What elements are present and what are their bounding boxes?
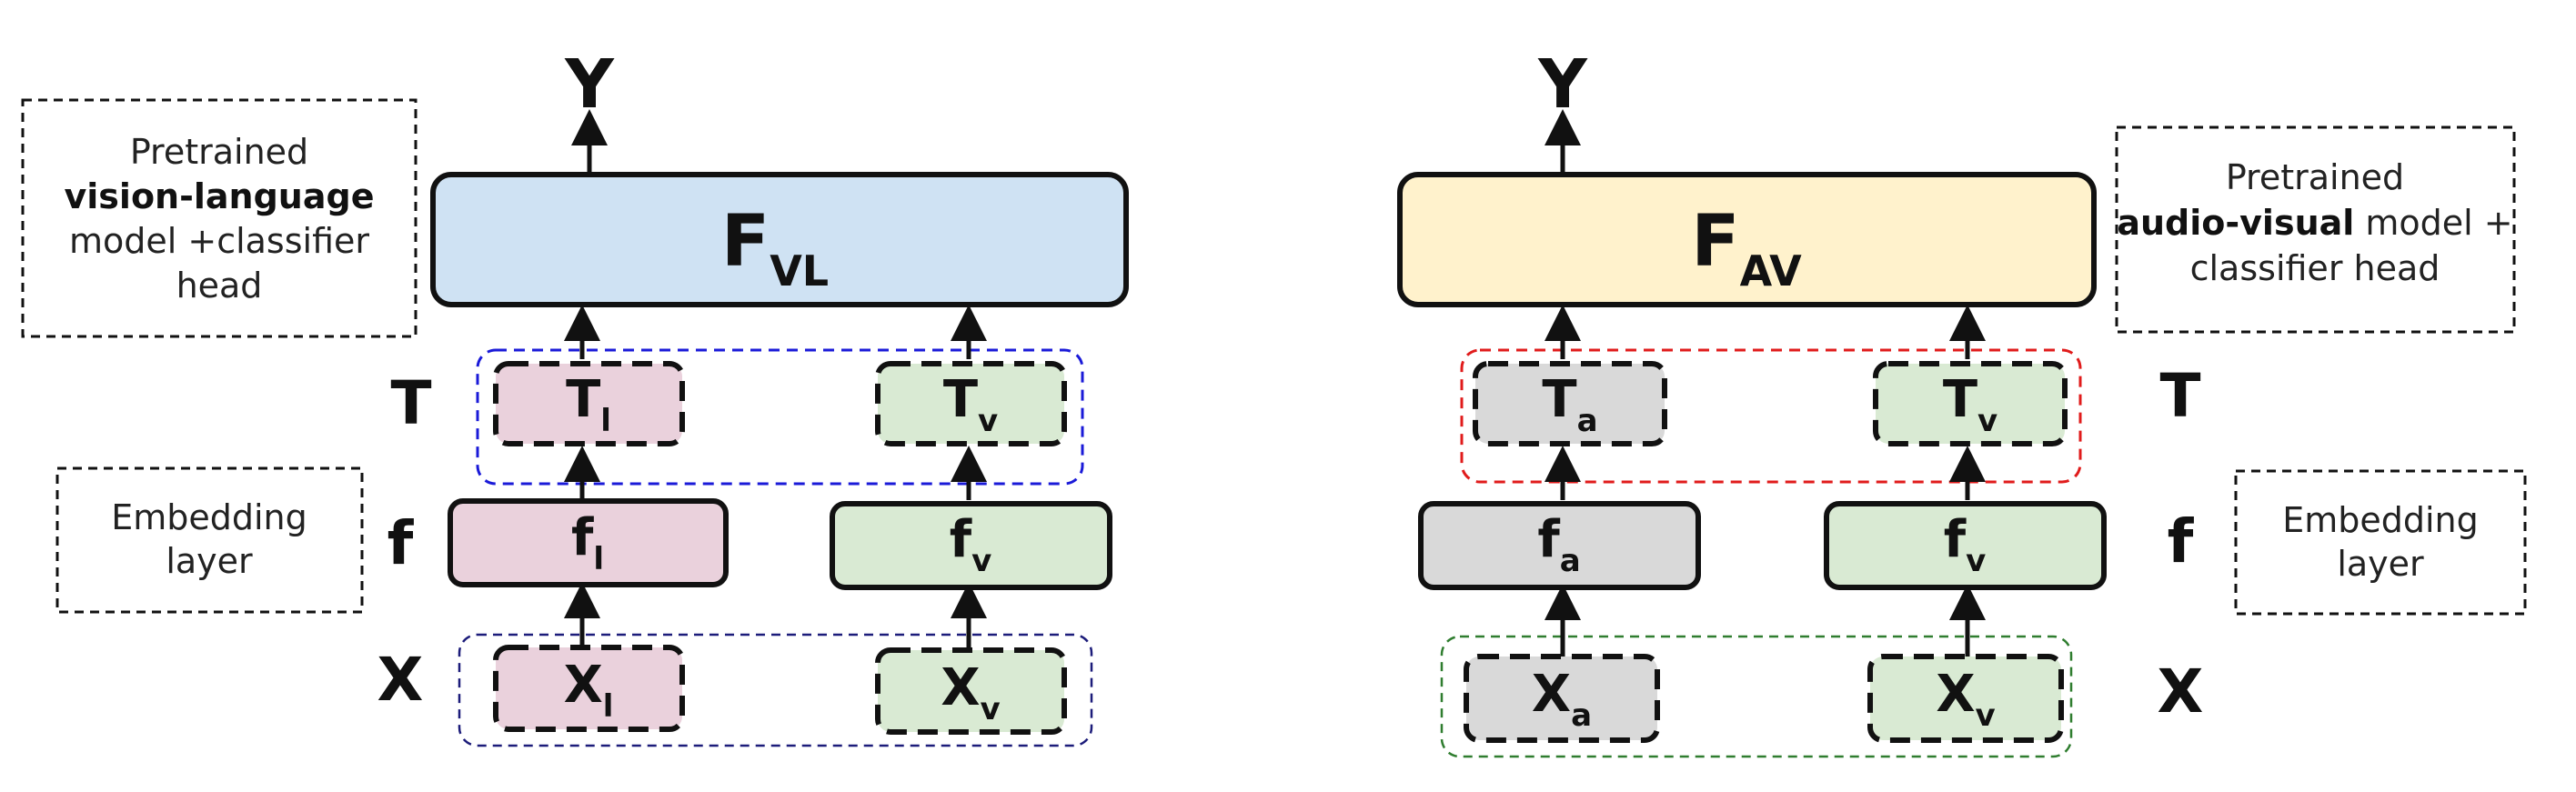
note-embed-left-line2: layer xyxy=(166,541,253,581)
output-label-right: Y xyxy=(1537,45,1588,124)
row-label-T-left: T xyxy=(390,368,431,438)
note-model-left-line4: head xyxy=(176,266,263,306)
input-label-v-left: Xv xyxy=(941,658,1000,727)
note-embed-right-line1: Embedding xyxy=(2282,500,2479,540)
model-label-vl: FVL xyxy=(721,201,829,296)
embed-label-a: fa xyxy=(1537,510,1580,579)
embed-box-v-right xyxy=(1824,501,2107,590)
token-group-outline-right xyxy=(1460,348,2082,484)
input-box-a xyxy=(1464,654,1660,743)
embed-box-a xyxy=(1418,501,1701,590)
input-group-outline-left xyxy=(458,633,1093,747)
token-group-outline-left xyxy=(476,348,1084,486)
input-label-v-right: Xv xyxy=(1936,665,1995,734)
note-embed-left xyxy=(55,466,364,614)
input-box-v-left xyxy=(875,647,1067,735)
note-embed-left-line1: Embedding xyxy=(111,497,307,537)
token-box-a xyxy=(1473,361,1667,446)
row-label-f-left: f xyxy=(387,508,415,578)
input-box-v-right xyxy=(1867,654,2064,743)
note-model-left xyxy=(21,98,418,338)
note-model-left-line3: model +classifier xyxy=(69,221,369,261)
note-model-left-line2: vision-language xyxy=(65,176,375,216)
token-label-v-right: Tv xyxy=(1943,370,1997,439)
row-label-T-right: T xyxy=(2159,361,2200,431)
embed-label-l: fl xyxy=(571,508,604,577)
embed-box-v-left xyxy=(830,501,1112,590)
token-box-v-right xyxy=(1873,361,2068,446)
model-box-av xyxy=(1397,172,2097,307)
row-label-X-right: X xyxy=(2158,657,2204,727)
token-box-v-left xyxy=(875,361,1067,446)
model-box-vl xyxy=(430,172,1129,307)
note-embed-right xyxy=(2234,469,2527,616)
input-group-outline-right xyxy=(1440,635,2073,758)
row-label-f-right: f xyxy=(2168,506,2195,576)
note-embed-right-line2: layer xyxy=(2337,544,2424,584)
note-model-left-line1: Pretrained xyxy=(130,132,308,172)
embed-label-v-right: fv xyxy=(1944,510,1987,579)
input-label-a: Xa xyxy=(1532,665,1592,734)
input-box-l xyxy=(493,645,685,732)
token-label-l: Tl xyxy=(566,370,611,439)
note-model-right xyxy=(2115,125,2516,334)
embed-label-v-left: fv xyxy=(950,510,992,579)
row-label-X-left: X xyxy=(377,645,424,715)
embed-box-l xyxy=(448,498,729,587)
note-model-right-line3: classifier head xyxy=(2190,248,2440,288)
note-model-right-line2: audio-visual model + xyxy=(2117,203,2512,243)
token-label-a: Ta xyxy=(1542,370,1597,439)
token-label-v-left: Tv xyxy=(943,370,998,439)
model-label-av: FAV xyxy=(1691,201,1802,296)
output-label-left: Y xyxy=(564,45,615,124)
token-box-l xyxy=(493,361,685,446)
input-label-l: Xl xyxy=(564,656,614,725)
note-model-right-line1: Pretrained xyxy=(2226,157,2404,197)
